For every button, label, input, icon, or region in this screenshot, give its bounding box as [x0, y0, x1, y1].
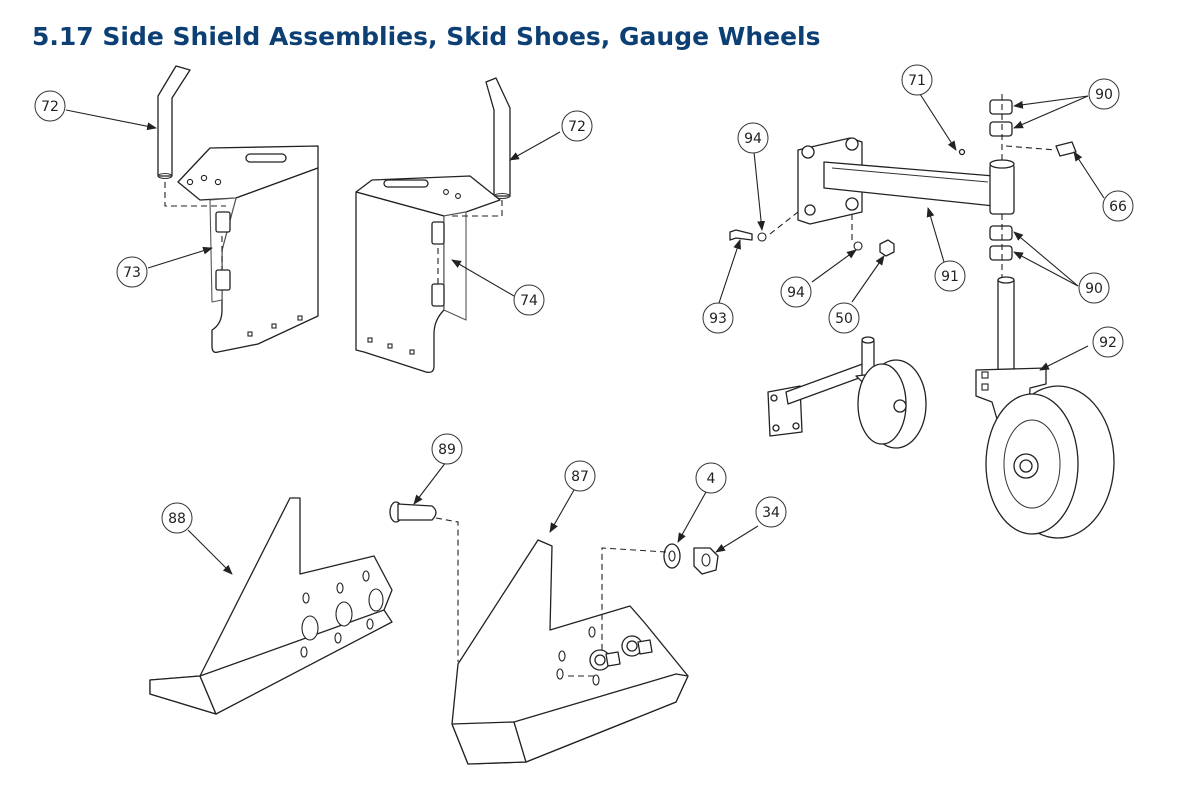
skid-shoe-hardware [601, 543, 719, 652]
callout-71: 71 [901, 64, 933, 96]
callout-label: 71 [908, 73, 926, 89]
callout-label: 72 [41, 99, 59, 115]
callout-73: 73 [116, 256, 148, 288]
left-skid-shoe [149, 497, 393, 715]
right-shield-body [355, 191, 445, 374]
callout-label: 73 [123, 265, 141, 281]
callout-93: 93 [702, 302, 734, 334]
callout-label: 34 [762, 505, 780, 521]
callout-87: 87 [564, 460, 596, 492]
assembled-gauge-wheel-view [767, 336, 927, 449]
callout-88: 88 [161, 502, 193, 534]
callout-91: 91 [934, 260, 966, 292]
callout-label: 74 [520, 293, 538, 309]
callout-90-bottom: 90 [1078, 272, 1110, 304]
callout-label: 72 [568, 119, 586, 135]
gauge-wheel-assembly [975, 276, 1115, 539]
callout-label: 66 [1109, 199, 1127, 215]
callout-89: 89 [431, 433, 463, 465]
callout-label: 4 [707, 471, 716, 487]
left-shield-body [211, 167, 319, 354]
callout-74: 74 [513, 284, 545, 316]
right-shield-pin [485, 77, 511, 197]
arm-sleeve [989, 163, 1015, 215]
callout-72-left: 72 [34, 90, 66, 122]
callout-label: 50 [835, 311, 853, 327]
left-shield-pin [157, 65, 191, 177]
page-title: 5.17 Side Shield Assemblies, Skid Shoes,… [32, 22, 821, 51]
callout-label: 90 [1085, 281, 1103, 297]
right-side-shield-assembly [355, 77, 511, 374]
wheel-spindle [997, 279, 1015, 371]
skid-shoe-pin [389, 501, 459, 662]
callout-label: 91 [941, 269, 959, 285]
callout-label: 94 [787, 285, 805, 301]
callout-72-right: 72 [561, 110, 593, 142]
callout-94-top: 94 [737, 122, 769, 154]
callout-4: 4 [695, 462, 727, 494]
callout-label: 87 [571, 469, 589, 485]
callout-34: 34 [755, 496, 787, 528]
gauge-wheel-arm-assembly [729, 94, 1077, 282]
callout-94-bottom: 94 [780, 276, 812, 308]
leader-lines [65, 93, 1105, 575]
callout-label: 93 [709, 311, 727, 327]
callout-90-top: 90 [1088, 78, 1120, 110]
callout-label: 94 [744, 131, 762, 147]
left-side-shield-assembly [157, 65, 319, 354]
callout-label: 89 [438, 442, 456, 458]
callout-label: 90 [1095, 87, 1113, 103]
callout-50: 50 [828, 302, 860, 334]
right-skid-shoe [451, 539, 689, 765]
callout-label: 88 [168, 511, 186, 527]
callout-label: 92 [1099, 335, 1117, 351]
callout-92: 92 [1092, 326, 1124, 358]
callout-66: 66 [1102, 190, 1134, 222]
